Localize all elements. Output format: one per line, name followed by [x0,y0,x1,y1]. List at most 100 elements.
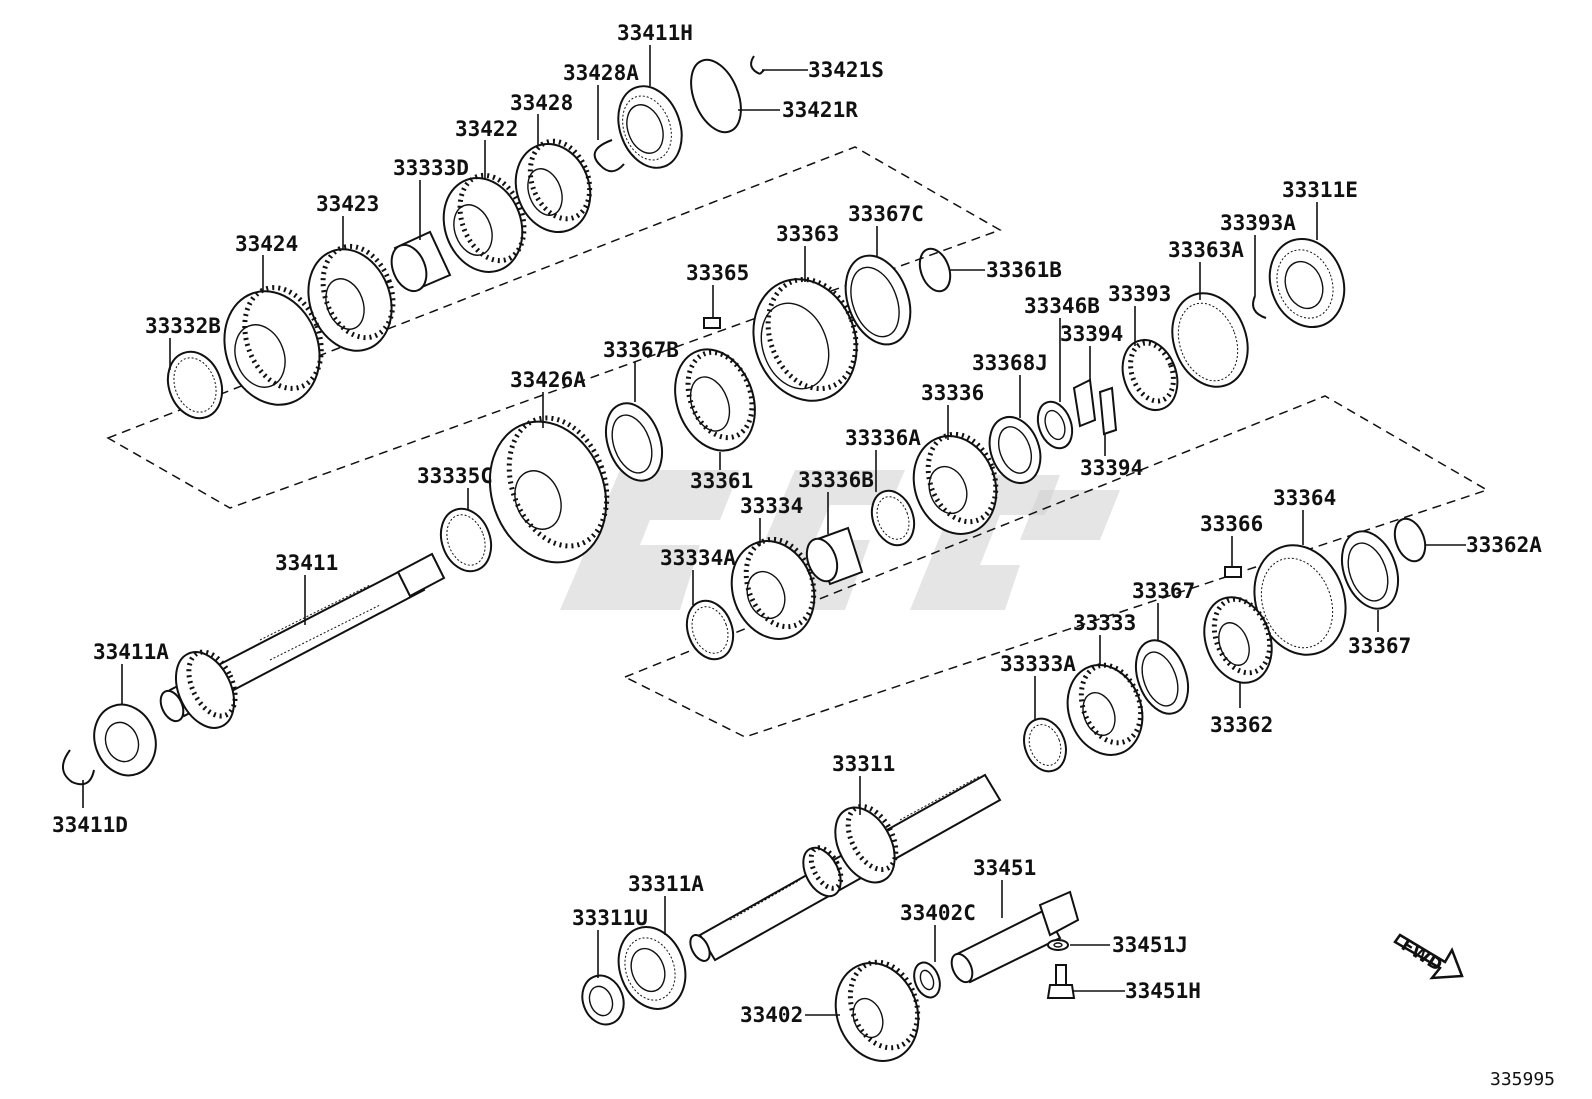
bearing-33411A[interactable] [84,696,165,784]
bolt-33451H[interactable] [1046,964,1076,999]
label-33424: 33424 [235,232,298,256]
snap-ring-33362A[interactable] [1389,515,1430,566]
input-shaft-33411[interactable] [156,552,446,737]
label-33333D: 33333D [393,156,469,180]
gear-33334[interactable] [718,529,827,650]
label-33394-lower: 33394 [1080,456,1143,480]
synchro-ring-33367-right[interactable] [1332,524,1408,617]
label-33411D: 33411D [52,813,128,837]
label-33362: 33362 [1210,713,1273,737]
label-33428A: 33428A [563,61,639,85]
needle-bearing-33336A[interactable] [865,485,922,551]
label-33334: 33334 [740,494,803,518]
washer-33346B[interactable] [1032,397,1078,453]
hub-33361[interactable] [662,338,769,462]
label-33422: 33422 [455,117,518,141]
snap-ring-33361B[interactable] [914,245,955,296]
part-labels: 33411H 33421S 33421R 33428A 33428 33422 … [52,21,1542,1027]
bearing-33311E[interactable] [1258,228,1356,337]
key-33365[interactable] [703,317,721,329]
synchro-ring-33367B[interactable] [596,396,672,489]
label-33451: 33451 [973,856,1036,880]
washer-33451J[interactable] [1047,939,1069,951]
label-33411: 33411 [275,551,338,575]
label-33311: 33311 [832,752,895,776]
leader-lines [82,45,1466,1016]
clip-33421S[interactable] [750,55,765,75]
label-33393A: 33393A [1220,211,1296,235]
label-33426A: 33426A [510,368,586,392]
gear-33336[interactable] [900,424,1009,545]
needle-bearing-33334A[interactable] [679,594,741,665]
needle-bearing-33335C[interactable] [433,502,500,579]
gear-33424[interactable] [209,277,335,418]
label-33367-left: 33367 [1132,579,1195,603]
label-33361B: 33361B [986,258,1062,282]
bearing-33311A[interactable] [608,918,697,1019]
label-33336B: 33336B [798,468,874,492]
sleeve-33363[interactable] [737,265,873,416]
label-33402: 33402 [740,1003,803,1027]
label-33311U: 33311U [572,906,648,930]
synchro-ring-33367-left[interactable] [1126,633,1197,721]
reference-number: 335995 [1490,1069,1555,1090]
hub-33393[interactable] [1113,332,1186,417]
label-33368J: 33368J [972,351,1048,375]
synchro-ring-33367C[interactable] [834,247,922,354]
upper-assembly-outline [106,146,1002,509]
label-33367B: 33367B [603,338,679,362]
ring-33368J[interactable] [981,410,1049,490]
bushing-33333D[interactable] [385,230,452,296]
fwd-label: FWD [1397,935,1445,976]
label-33411H: 33411H [617,21,693,45]
label-33367-right: 33367 [1348,634,1411,658]
key-33366[interactable] [1224,566,1242,578]
needle-bearing-33332B[interactable] [159,344,231,426]
label-33362A: 33362A [1466,533,1542,557]
output-shaft-33311[interactable] [686,773,1002,964]
needle-bearing-33333A[interactable] [1017,713,1073,777]
snap-ring-33411D[interactable] [62,749,95,786]
label-33346B: 33346B [1024,294,1100,318]
fwd-arrow-icon: FWD [1393,933,1464,980]
label-33393: 33393 [1108,282,1171,306]
label-33336A: 33336A [845,426,921,450]
idler-shaft-33451[interactable] [948,890,1080,985]
snap-ring-33428A[interactable] [593,139,625,173]
label-33336: 33336 [921,381,984,405]
label-33363: 33363 [776,222,839,246]
snap-ring-33393A[interactable] [1252,295,1267,319]
key-33394-upper[interactable] [1072,378,1097,428]
label-33423: 33423 [316,192,379,216]
hub-33362[interactable] [1193,588,1283,693]
gear-33428[interactable] [504,133,602,243]
key-33394-lower[interactable] [1098,386,1118,436]
label-33421R: 33421R [782,98,858,122]
label-33333A: 33333A [1000,652,1076,676]
snap-ring-33421R[interactable] [681,53,750,140]
bushing-33336B[interactable] [801,526,864,586]
seal-33311U[interactable] [576,970,631,1031]
label-33366: 33366 [1200,512,1263,536]
gear-33333[interactable] [1055,654,1154,765]
washer-33402C[interactable] [910,959,945,1001]
sleeve-33363A[interactable] [1160,283,1260,398]
label-33311A: 33311A [628,872,704,896]
label-33367C: 33367C [848,202,924,226]
label-33334A: 33334A [660,546,736,570]
bearing-33411H[interactable] [607,77,692,176]
label-33428: 33428 [510,91,573,115]
label-33364: 33364 [1273,486,1336,510]
label-33421S: 33421S [808,58,884,82]
label-33451H: 33451H [1125,979,1201,1003]
label-33394-upper: 33394 [1060,322,1123,346]
label-33333: 33333 [1073,611,1136,635]
label-33332B: 33332B [145,314,221,338]
label-33311E: 33311E [1282,178,1358,202]
label-33365: 33365 [686,261,749,285]
gear-33426A[interactable] [471,404,625,579]
gear-33422[interactable] [431,166,535,283]
label-33361: 33361 [690,469,753,493]
idler-gear-33402[interactable] [822,951,931,1072]
